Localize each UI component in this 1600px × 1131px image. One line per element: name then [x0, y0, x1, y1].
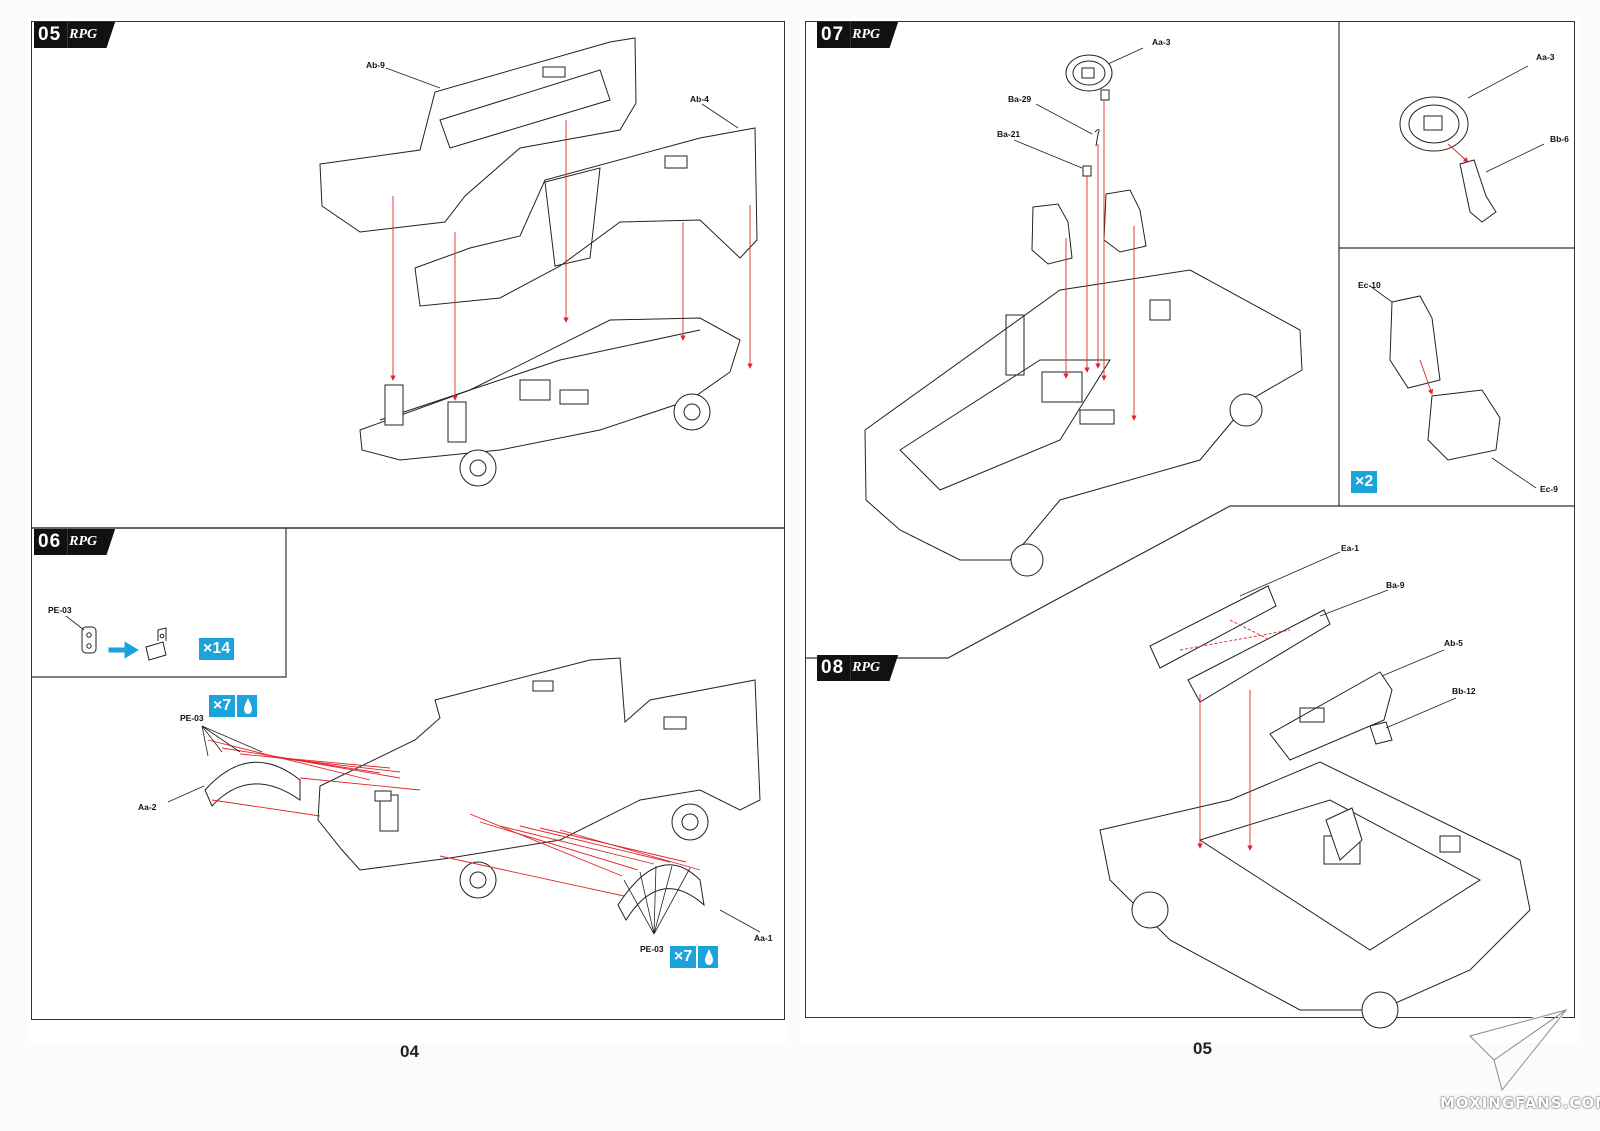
- part-label-aa1: Aa-1: [754, 933, 773, 943]
- glue-icon: [698, 946, 718, 968]
- part-label-pe03-single: PE-03: [48, 605, 72, 615]
- part-label-ba9: Ba-9: [1386, 580, 1405, 590]
- page-number-left: 04: [400, 1042, 419, 1061]
- part-label-pe03-front: PE-03: [180, 713, 204, 723]
- part-label-ab4: Ab-4: [690, 94, 709, 104]
- brand-logo: RPG: [67, 529, 116, 555]
- part-label-ba21: Ba-21: [997, 129, 1021, 139]
- part-label-ec9: Ec-9: [1540, 484, 1558, 494]
- part-label-aa3-main: Aa-3: [1152, 37, 1171, 47]
- watermark-text: MOXINGFANS.COM: [1440, 1094, 1600, 1112]
- right-page-frame: [805, 21, 1575, 1018]
- part-label-ec10: Ec-10: [1358, 280, 1381, 290]
- quantity-badge-7-rear: ×7: [670, 946, 697, 968]
- glue-icon: [237, 695, 257, 717]
- part-label-ab9: Ab-9: [366, 60, 385, 70]
- page-number-right: 05: [1193, 1039, 1212, 1058]
- part-label-aa3-inset: Aa-3: [1536, 52, 1555, 62]
- brand-logo: RPG: [67, 22, 116, 48]
- quantity-badge-2: ×2: [1351, 471, 1378, 493]
- quantity-badge-7-front: ×7: [209, 695, 236, 717]
- brand-logo: RPG: [850, 655, 899, 681]
- left-page-frame: [31, 21, 785, 1020]
- quantity-badge-14: ×14: [199, 638, 235, 660]
- part-label-ba29: Ba-29: [1008, 94, 1032, 104]
- part-label-ea1: Ea-1: [1341, 543, 1359, 553]
- part-label-pe03-rear: PE-03: [640, 944, 664, 954]
- part-label-aa2: Aa-2: [138, 802, 157, 812]
- part-label-ab5: Ab-5: [1444, 638, 1463, 648]
- brand-logo: RPG: [850, 22, 899, 48]
- part-label-bb12: Bb-12: [1452, 686, 1476, 696]
- part-label-bb6: Bb-6: [1550, 134, 1569, 144]
